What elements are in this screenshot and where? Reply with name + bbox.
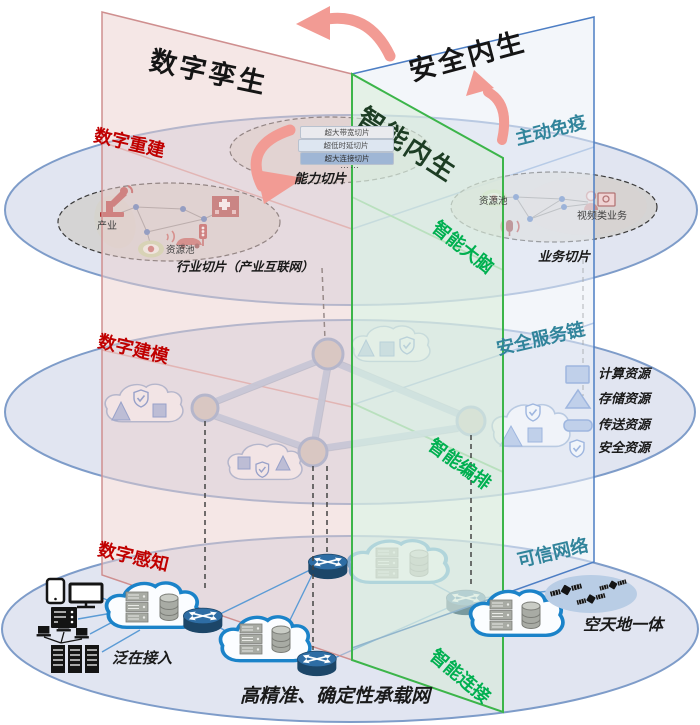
slice-bar-bandwidth: 超大带宽切片 [300, 126, 394, 139]
database-icon [159, 593, 179, 621]
legend-storage-resource: 存储资源 [598, 391, 651, 406]
router-icon [182, 607, 224, 634]
label-business-slice: 业务切片 [538, 249, 591, 264]
label-ubiquitous-access: 泛在接入 [112, 650, 173, 667]
label-space-air-ground: 空天地一体 [583, 617, 664, 634]
arrowhead-left-icon [256, 170, 304, 204]
label-resource-pool-left: 资源池 [166, 245, 195, 256]
arrow-right-icon [483, 87, 510, 145]
terminal-devices [36, 577, 104, 673]
server-rack-icon [125, 591, 149, 623]
arrowhead-right-icon [466, 70, 494, 96]
database-icon [271, 625, 291, 653]
switch-stack-icon [51, 607, 77, 628]
monitor-icon [68, 582, 104, 604]
satellite-group [545, 575, 637, 613]
arrow-top-icon [316, 12, 396, 62]
label-industry-slice: 行业切片（产业互联网） [176, 260, 314, 274]
bottom-layer-content [36, 553, 637, 677]
planes [101, 11, 595, 714]
arrowhead-top-icon [296, 6, 330, 40]
legend-transport-resource: 传送资源 [598, 417, 651, 432]
label-capability-slice: 能力切片 [294, 171, 347, 186]
drop-lines [204, 421, 472, 650]
legend-security-resource: 安全资源 [598, 440, 651, 455]
server-rack-icon [489, 599, 513, 631]
label-video-service: 视频类业务 [577, 211, 627, 222]
database-icon [521, 601, 541, 629]
server-racks-icon [51, 645, 99, 673]
server-rack-icon [239, 623, 263, 655]
tablet-icon [45, 577, 66, 605]
slice-ellipsis: …… [340, 160, 360, 170]
label-bearer-network: 高精准、确定性承载网 [240, 686, 431, 707]
intelligence-plane [351, 72, 504, 714]
label-industry: 产业 [97, 221, 117, 232]
label-resource-pool-right: 资源池 [479, 196, 508, 207]
router-icon [296, 650, 338, 677]
lan-computers-icon [36, 621, 89, 644]
slice-bar-latency: 超低时延切片 [298, 139, 394, 152]
legend-computing-resource: 计算资源 [598, 366, 651, 381]
router-icon [307, 553, 349, 580]
cycle-arrows [250, 6, 510, 204]
slice-bar-connection: 超大连接切片 [300, 152, 394, 165]
